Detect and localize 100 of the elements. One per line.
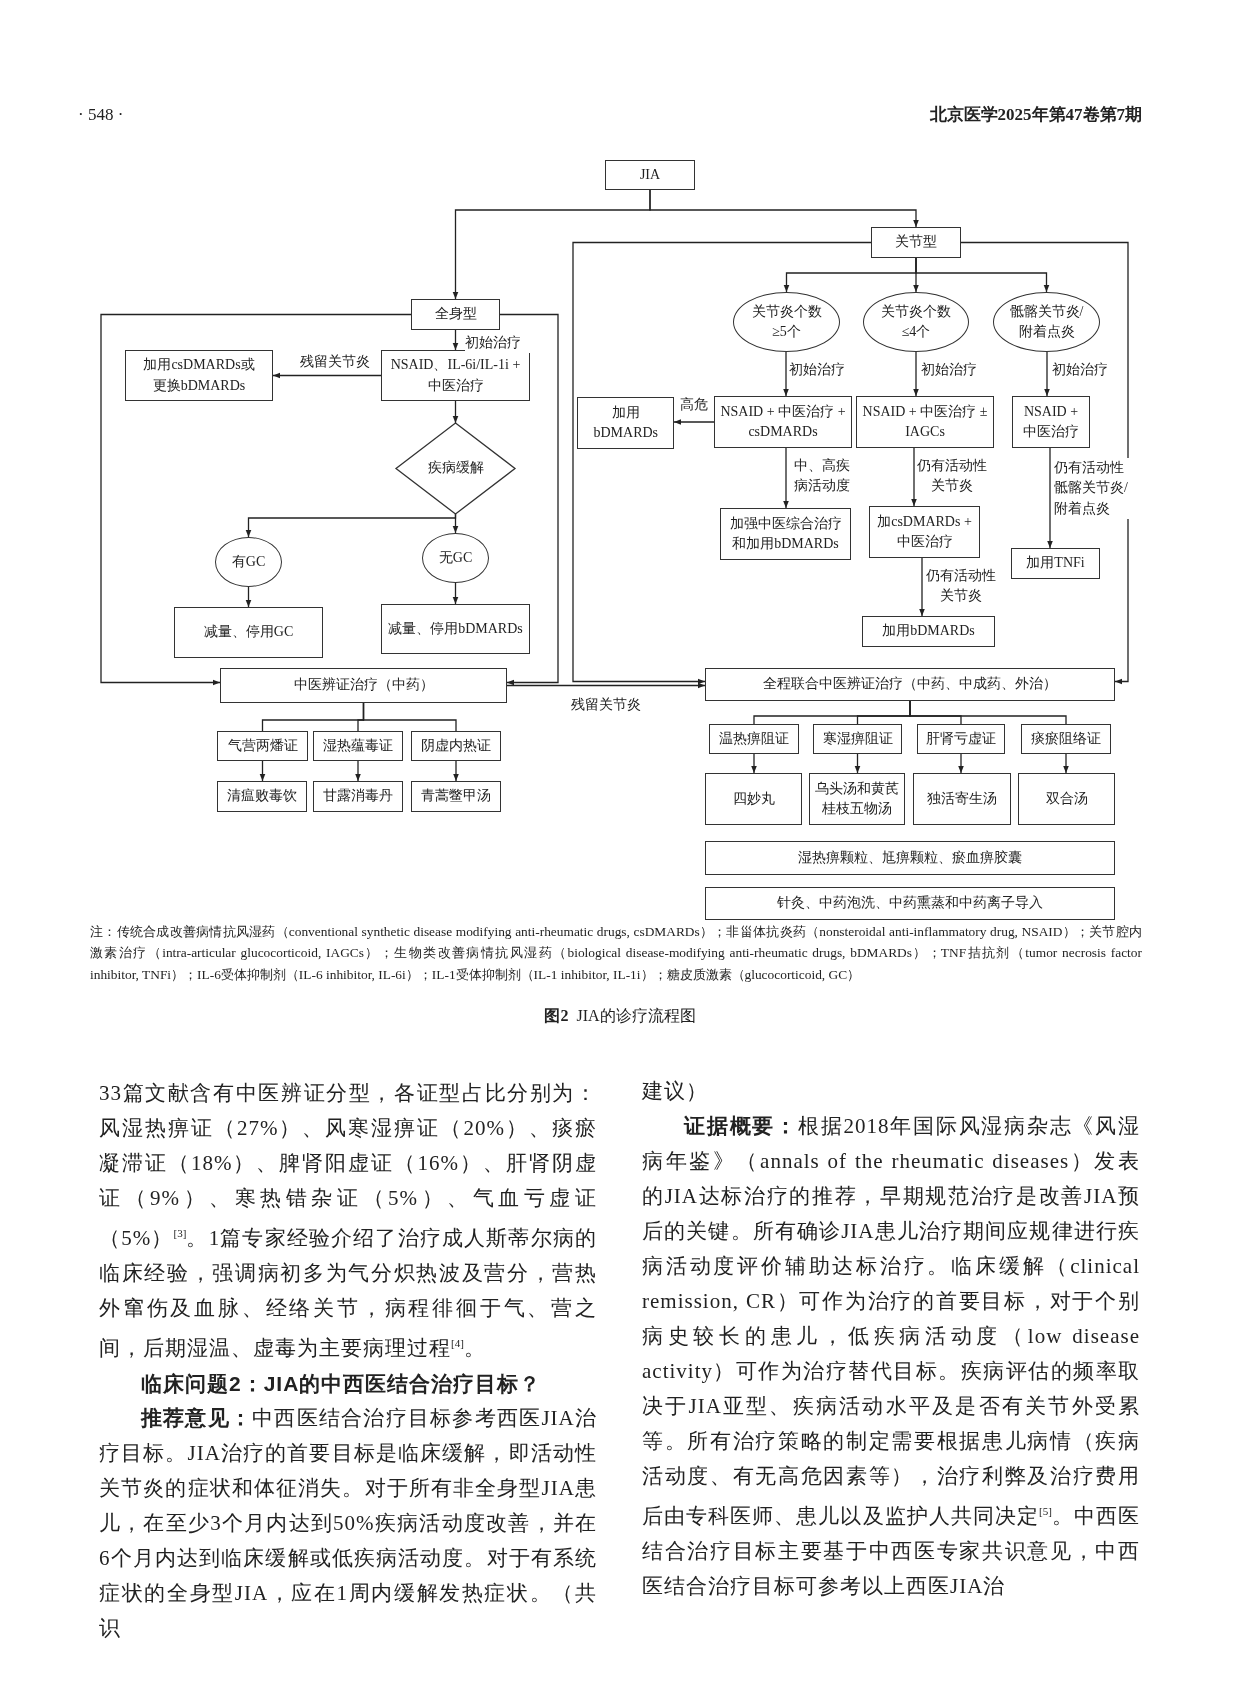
node-label: 关节型 <box>895 233 937 252</box>
arrow <box>100 313 412 686</box>
arrow <box>506 682 706 689</box>
connector-line <box>362 702 457 732</box>
process-box <box>709 724 799 754</box>
node-label: 湿热痹颗粒、尪痹颗粒、瘀血痹胶囊 <box>798 848 1022 867</box>
connector-line <box>909 700 1067 725</box>
arrow <box>572 241 872 685</box>
node-label: 四妙丸 <box>732 789 775 808</box>
process-box <box>1018 773 1115 825</box>
node-label: NSAID + 中医治疗 ± IAGCs <box>861 402 989 441</box>
arrow <box>783 351 789 397</box>
process-box <box>313 731 403 761</box>
arrow <box>673 419 715 425</box>
node-label: 全身型 <box>434 305 477 324</box>
node-label: NSAID + 中医治疗 + csDMARDs <box>719 402 847 441</box>
node-label: 针灸、中药泡洗、中药熏蒸和中药离子导入 <box>777 894 1043 913</box>
process-box <box>862 616 995 647</box>
node-label: 加csDMARDs + 中医治疗 <box>876 512 973 551</box>
process-box <box>174 607 323 658</box>
node-label: 关节炎个数≥5个 <box>750 302 823 341</box>
process-box <box>705 668 1115 701</box>
node-label: 青蒿鳖甲汤 <box>421 787 491 806</box>
process-box <box>381 604 530 654</box>
node-label: NSAID、IL-6i/IL-1i + 中医治疗 <box>389 356 522 395</box>
node-label: 疾病缓解 <box>427 459 484 478</box>
node-label: 减量、停用bDMARDs <box>388 619 523 638</box>
node-label: 肝肾亏虚证 <box>926 729 996 748</box>
arrow <box>915 257 1050 293</box>
node-label: 湿热蕴毒证 <box>323 736 393 755</box>
node-label: 乌头汤和黄芪桂枝五物汤 <box>814 779 900 818</box>
node-label: 有GC <box>231 552 266 571</box>
process-box <box>605 160 695 190</box>
node-label: 无GC <box>438 548 473 567</box>
node-label: NSAID + 中医治疗 <box>1022 402 1080 441</box>
node-label: 关节炎个数≤4个 <box>880 302 952 341</box>
node-label: 加用csDMARDs或更换bDMARDs <box>142 356 256 395</box>
decision-diamond <box>396 423 515 514</box>
node-label: 阴虚内热证 <box>421 736 491 755</box>
process-box <box>217 731 308 761</box>
arrow <box>499 313 559 686</box>
process-box <box>871 227 961 258</box>
arrow <box>751 753 757 774</box>
arrow <box>919 557 925 617</box>
process-box <box>1011 548 1100 579</box>
process-box <box>1012 396 1090 448</box>
body-paragraph: 证据概要：根据2018年国际风湿病杂志《风湿病年鉴》（annals of the rheumatic diseases）发表的JIA达标治疗的推荐，早期规范治疗是改善JIA预后的关键。所有确诊JIA患儿治疗期间应规律进行疾病活动度评价辅助达标治疗。临床缓解（clinical remission, CR）可作为治疗的首要目标，对于个别病史较长的患儿，低疾病活动度（low disease activity）可作为治疗替代目标。疾病评估的频率取决于JIA亚型、疾病活动水平及是否有关节外受累等。所有治疗策略的制定需要根据患儿病情（疾病活动度、有无高危因素等），治疗利弊及治疗费用后由专科医师、患儿以及监护人共同决定$^{[5]}$。中西医结合治疗目标主要基于中西医专家共识意见，中西医结合治疗目标可参考以上西医JIA治 <box>642 1113 1140 1600</box>
node-label: 双合汤 <box>1045 789 1088 808</box>
page-number: · 548 · <box>78 104 125 126</box>
process-box <box>813 724 902 754</box>
process-box <box>705 773 802 825</box>
arrow <box>1044 351 1050 397</box>
node-label: 加用bDMARDs <box>882 622 975 641</box>
process-box <box>1021 724 1111 754</box>
node-label: 骶髂关节炎/附着点炎 <box>1008 302 1085 341</box>
arrow <box>911 447 917 507</box>
process-box <box>720 508 851 560</box>
process-box <box>381 350 530 401</box>
body-paragraph: 33篇文献含有中医辨证分型，各证型占比分别为：风湿热痹证（27%）、风寒湿痹证（20%）、痰瘀凝滞证（18%）、脾肾阳虚证（16%）、肝肾阴虚证（9%）、寒热错杂证（5%）、气血亏虚证（5%）$^{[3]}$。1篇专家经验介绍了治疗成人斯蒂尔病的临床经验，强调病初多为气分炽热波及营分，营热外窜伤及血脉、经络关节，病程徘徊于气、营之间，后期湿温、虚毒为主要病理过程$^{[4]}$。 <box>99 1080 597 1362</box>
arrow <box>913 351 919 397</box>
running-header: 北京医学2025年第47卷第7期 <box>928 104 1142 126</box>
node-label: 气营两燔证 <box>227 736 298 755</box>
arrow <box>355 760 361 782</box>
process-box <box>411 731 501 761</box>
process-box <box>411 299 500 330</box>
process-box <box>577 397 674 449</box>
node-label: JIA <box>639 165 661 184</box>
arrow <box>452 329 459 351</box>
node-label: 甘露消毒丹 <box>323 787 393 806</box>
node-label: 减量、停用GC <box>203 623 294 642</box>
process-box <box>411 781 501 812</box>
arrow <box>272 372 382 379</box>
body-paragraph: 推荐意见：中西医结合治疗目标参考西医JIA治疗目标。JIA治疗的首要目标是临床缓解，即活动性关节炎的症状和体征消失。对于所有非全身型JIA患儿，在至少3个月内达到50%疾病活动度改善，并在6个月内达到临床缓解或低疾病活动度。对于有系统症状的全身型JIA，应在1周内缓解发热症状。（共识 <box>99 1405 597 1642</box>
figure-caption: 图2 JIA的诊疗流程图 <box>543 1006 697 1026</box>
arrow <box>958 753 964 774</box>
arrow <box>783 447 789 509</box>
node-label: 中医辨证治疗（中药） <box>293 676 434 695</box>
arrow <box>1047 447 1053 549</box>
arrow <box>452 189 651 300</box>
process-box <box>220 668 507 703</box>
process-box <box>217 781 307 812</box>
node-label: 全程联合中医辨证治疗（中药、中成药、外治） <box>763 675 1057 694</box>
node-label: 独活寄生汤 <box>927 789 997 808</box>
process-box <box>809 773 905 825</box>
process-box <box>714 396 852 448</box>
arrow <box>452 582 459 605</box>
node-label: 加用TNFi <box>1026 554 1085 573</box>
process-box <box>125 350 273 401</box>
node-label: 痰瘀阻络证 <box>1031 729 1101 748</box>
node-label: 加强中医综合治疗和加用bDMARDs <box>728 514 843 553</box>
arrow <box>1063 753 1069 774</box>
arrow <box>453 760 459 782</box>
section-heading: 临床问题2：JIA的中西医结合治疗目标？ <box>140 1371 543 1397</box>
arrow <box>452 513 459 534</box>
arrow <box>960 241 1129 685</box>
node-label: 寒湿痹阻证 <box>822 729 893 748</box>
node-label: 加用bDMARDs <box>593 403 658 442</box>
process-box <box>913 773 1011 825</box>
process-box <box>869 506 980 558</box>
process-box <box>705 841 1115 875</box>
